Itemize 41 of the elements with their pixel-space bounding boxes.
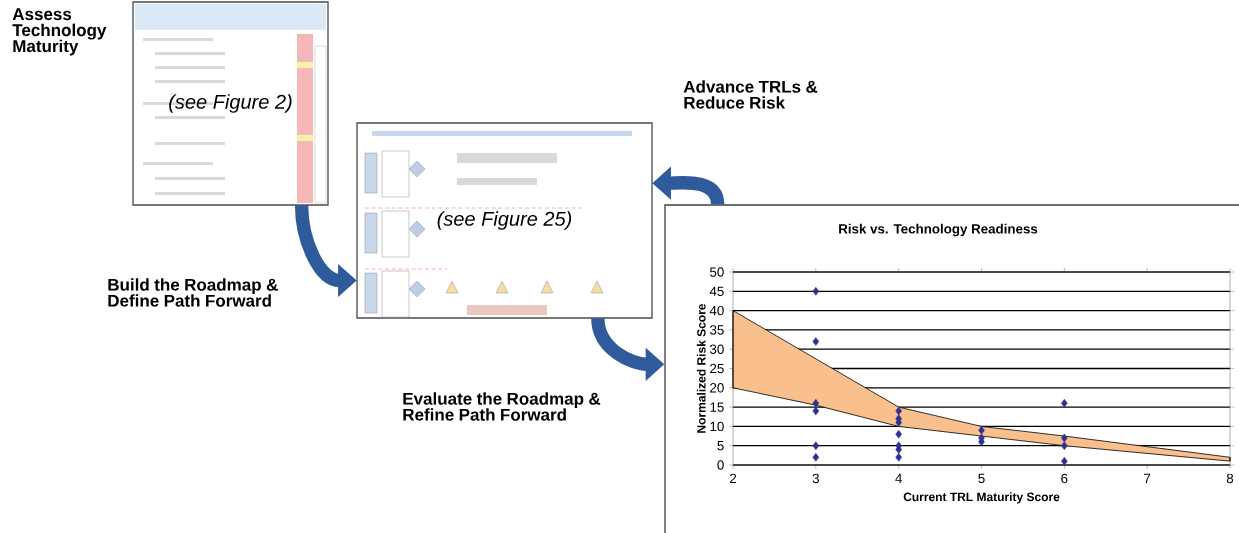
y-tick-label: 35 bbox=[709, 325, 724, 335]
point bbox=[1061, 441, 1068, 450]
step-label: Advance TRLs & Reduce Risk bbox=[683, 80, 818, 109]
point bbox=[812, 406, 820, 416]
point bbox=[978, 426, 985, 435]
point bbox=[1061, 456, 1068, 466]
chart-title: Risk vs. Technology Readiness bbox=[839, 223, 1038, 237]
x-tick-label: 4 bbox=[895, 473, 902, 483]
y-tick-label: 25 bbox=[710, 363, 724, 374]
step-label: Evaluate the Roadmap & Refine Path Forward bbox=[403, 392, 601, 421]
y-tick-label: 40 bbox=[709, 305, 724, 316]
y-tick-label: 10 bbox=[710, 421, 724, 432]
x-tick-label: 5 bbox=[978, 473, 985, 484]
x-tick-label: 7 bbox=[1144, 473, 1151, 483]
y-tick-label: 30 bbox=[709, 344, 724, 354]
y-tick-label: 5 bbox=[717, 441, 724, 451]
x-axis-title: Current TRL Maturity Score bbox=[903, 492, 1060, 504]
y-tick-label: 15 bbox=[710, 402, 724, 412]
figure-reference: (see Figure 2) bbox=[169, 94, 292, 113]
point bbox=[812, 398, 820, 408]
point bbox=[812, 337, 820, 346]
point bbox=[895, 406, 902, 416]
x-tick-label: 6 bbox=[1061, 473, 1068, 484]
step-heading: Assess Technology Maturity bbox=[12, 8, 107, 56]
point bbox=[895, 429, 902, 439]
point bbox=[812, 287, 820, 296]
point bbox=[1061, 433, 1068, 443]
x-tick-label: 8 bbox=[1226, 473, 1234, 484]
y-tick-label: 0 bbox=[717, 460, 724, 470]
y-tick-label: 50 bbox=[710, 267, 724, 277]
point bbox=[812, 441, 820, 450]
y-tick-label: 45 bbox=[709, 286, 724, 296]
figure-reference: (see Figure 25) bbox=[437, 211, 572, 230]
step-label: Build the Roadmap & Define Path Forward bbox=[108, 278, 278, 307]
x-tick-label: 3 bbox=[812, 473, 819, 484]
y-axis-title: Normalized Risk Score bbox=[696, 303, 706, 433]
point bbox=[812, 453, 820, 462]
x-tick-label: 2 bbox=[729, 473, 737, 484]
point bbox=[895, 453, 902, 462]
y-tick-label: 20 bbox=[710, 383, 724, 393]
point bbox=[1061, 398, 1068, 408]
